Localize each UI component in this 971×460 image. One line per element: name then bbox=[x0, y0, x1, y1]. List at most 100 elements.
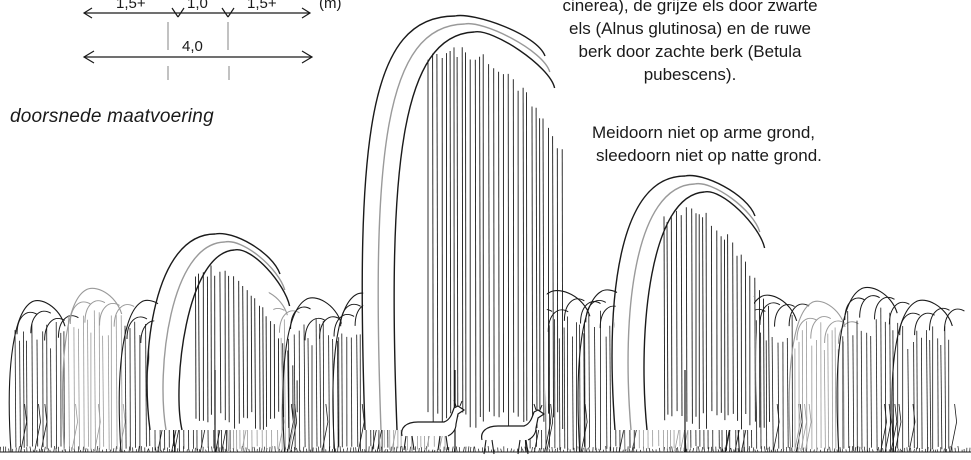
grass-blade bbox=[786, 447, 787, 452]
grass-blade bbox=[753, 447, 754, 452]
grass-blade bbox=[97, 446, 98, 452]
grass-blade bbox=[485, 448, 486, 452]
shrub-hatch bbox=[32, 324, 33, 447]
grass-blade bbox=[603, 450, 604, 452]
shrub-hatch bbox=[572, 337, 573, 450]
grass-blade bbox=[949, 446, 950, 452]
tree-hatch bbox=[728, 234, 729, 415]
grass-blade bbox=[58, 447, 59, 452]
shrub-hatch bbox=[299, 331, 300, 451]
grass-blade bbox=[869, 448, 870, 452]
shrub-hatch bbox=[589, 313, 590, 447]
tree-hatch bbox=[207, 277, 208, 423]
grass-blade bbox=[803, 448, 804, 452]
grass-blade bbox=[446, 447, 447, 452]
shrub-hatch bbox=[927, 330, 928, 452]
species-note: cinerea), de grijze els door zwarte els … bbox=[470, 0, 910, 86]
grass-blade bbox=[19, 446, 20, 452]
grass-blade bbox=[664, 447, 665, 452]
grass-blade bbox=[335, 449, 336, 453]
grass-blade bbox=[702, 447, 703, 452]
grass-blade bbox=[849, 446, 850, 452]
grass-blade bbox=[275, 446, 276, 452]
shrub-branch bbox=[41, 404, 47, 452]
grass-blade bbox=[488, 446, 489, 452]
shrub-hatch bbox=[559, 338, 560, 450]
species-note-line: cinerea), de grijze els door zwarte bbox=[470, 0, 910, 17]
soil-note-line: Meidoorn niet op arme grond, bbox=[592, 121, 822, 144]
grass-blade bbox=[649, 448, 650, 452]
grass-blade bbox=[916, 448, 917, 452]
shrub-branch bbox=[951, 404, 957, 452]
shrub-scallop bbox=[797, 318, 817, 340]
shrub-hatch bbox=[824, 350, 825, 449]
shrub-hatch bbox=[843, 342, 844, 449]
grass-blade bbox=[900, 449, 901, 452]
shrub-hatch bbox=[848, 311, 849, 448]
grass-blade bbox=[824, 448, 825, 453]
grass-blade bbox=[402, 446, 403, 452]
tree-hatch bbox=[562, 149, 563, 429]
shrub-hatch bbox=[871, 336, 872, 448]
tree-hatch bbox=[769, 306, 770, 422]
shrub-hatch bbox=[15, 330, 16, 447]
grass-blade bbox=[864, 447, 865, 452]
tree-hatch bbox=[475, 60, 476, 428]
shrub-scallop bbox=[320, 317, 340, 339]
shrub-hatch bbox=[37, 340, 38, 447]
grass-blade bbox=[862, 448, 863, 452]
shrub-scallop bbox=[889, 302, 909, 324]
grass-blade bbox=[116, 446, 117, 452]
shrub-hatch bbox=[881, 308, 882, 452]
shrub-hatch bbox=[787, 338, 788, 448]
shrub-hatch bbox=[78, 329, 79, 450]
shrub-hatch bbox=[304, 325, 305, 448]
grass-blade bbox=[840, 447, 841, 452]
shrub-hatch bbox=[580, 325, 581, 452]
shrub-hatch bbox=[342, 334, 343, 448]
grass-blade bbox=[539, 448, 540, 452]
shrub-hatch bbox=[108, 335, 109, 450]
shrub-scallop bbox=[31, 311, 51, 333]
grass-blade bbox=[452, 447, 453, 452]
shrub-hatch bbox=[103, 336, 104, 447]
grass-blade bbox=[106, 449, 107, 452]
shrub-hatch bbox=[828, 334, 829, 451]
total-label: 4,0 bbox=[181, 39, 204, 54]
grass-blade bbox=[711, 447, 712, 452]
shrub-hatch bbox=[121, 315, 122, 450]
tree-hatch bbox=[686, 207, 687, 422]
shrub bbox=[892, 300, 964, 452]
shrub-scallop bbox=[305, 318, 325, 340]
grass-blade bbox=[406, 446, 407, 452]
shrub-hatch bbox=[329, 335, 330, 451]
shrub-hatch bbox=[84, 316, 85, 450]
shrub-hatch bbox=[51, 348, 52, 447]
grass-blade bbox=[463, 447, 464, 452]
grass-blade bbox=[690, 449, 691, 453]
section-caption: doorsnede maatvoering bbox=[10, 106, 214, 128]
tree-hatch bbox=[764, 299, 765, 428]
shrub-hatch bbox=[610, 326, 611, 451]
grass-blade bbox=[883, 448, 884, 452]
grass-blade bbox=[958, 446, 959, 452]
grass-blade bbox=[944, 449, 945, 452]
segment-label-middle: 1,0 bbox=[186, 0, 209, 11]
soil-note: Meidoorn niet op arme grond, sleedoorn n… bbox=[592, 121, 822, 167]
shrub-branch bbox=[322, 404, 328, 452]
shrub-hatch bbox=[27, 341, 28, 447]
tree-hatch bbox=[263, 307, 264, 430]
shrub-hatch bbox=[323, 321, 324, 452]
shrub-hatch bbox=[853, 335, 854, 451]
shrub-hatch bbox=[308, 338, 309, 451]
shrub-hatch bbox=[68, 315, 69, 449]
shrub-hatch bbox=[917, 331, 918, 449]
shrub-hatch bbox=[606, 337, 607, 449]
tree-hatch bbox=[266, 316, 267, 427]
grass-blade bbox=[259, 447, 260, 452]
shrub-hatch bbox=[832, 330, 833, 451]
shrub-hatch bbox=[806, 321, 807, 449]
shrub-scallop bbox=[944, 309, 964, 331]
shrub-hatch bbox=[284, 319, 285, 447]
